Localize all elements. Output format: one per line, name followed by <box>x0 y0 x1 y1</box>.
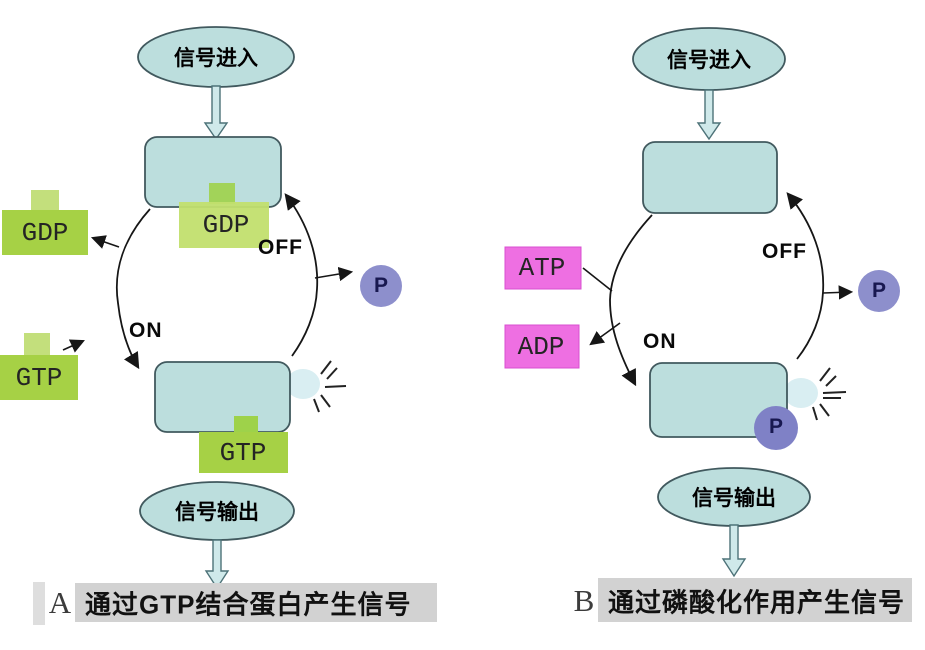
on-label-a: ON <box>129 319 163 342</box>
atp-box <box>504 246 582 290</box>
protein-inactive-box-b <box>642 141 778 214</box>
gdp-release-arrow <box>90 235 120 249</box>
free-gdp-tab <box>31 190 59 211</box>
panel-a <box>0 26 437 625</box>
signal-out-arrow-b <box>721 524 747 578</box>
phosphate-label-a: P <box>373 274 389 297</box>
free-gdp-body <box>2 210 88 255</box>
atp-input-line <box>582 267 613 292</box>
signal-out-label-a: 信号输出 <box>175 501 259 524</box>
adp-box <box>504 324 580 369</box>
free-gtp-tab <box>24 333 50 355</box>
free-gtp-label: GTP <box>15 363 63 393</box>
atp-label: ATP <box>518 253 566 283</box>
gtp-bind-arrow <box>62 339 85 353</box>
free-gdp-label: GDP <box>21 218 69 248</box>
bound-gdp-tab <box>209 183 235 204</box>
phosphate-release-arrow-b <box>822 285 854 300</box>
adp-label: ADP <box>517 332 565 362</box>
off-label-a: OFF <box>258 236 303 259</box>
on-label-b: ON <box>643 330 677 353</box>
free-gtp-body <box>0 355 78 400</box>
caption-bar-a <box>75 583 437 622</box>
bound-gtp-label: GTP <box>219 438 267 468</box>
flash-glow-b <box>784 378 818 408</box>
phosphate-bound-label-b: P <box>768 415 784 438</box>
signal-out-label-b: 信号输出 <box>692 487 776 510</box>
flash-rays-icon-a <box>313 360 347 413</box>
phosphate-circle-b <box>858 270 900 312</box>
flash-glow-a <box>286 369 320 399</box>
cycle-arc-right-a <box>284 193 319 357</box>
signal-in-label-b: 信号进入 <box>667 49 751 72</box>
signal-in-arrow-b <box>696 89 722 141</box>
phosphate-bound-circle-b <box>754 406 798 450</box>
phosphate-circle-a <box>360 265 402 307</box>
caption-text-a: 通过GTP结合蛋白产生信号 <box>85 589 412 620</box>
bound-gtp-body <box>199 432 288 473</box>
protein-active-box-a <box>154 361 291 433</box>
phosphate-label-b: P <box>871 279 887 302</box>
bound-gdp-body <box>179 202 269 248</box>
caption-text-b: 通过磷酸化作用产生信号 <box>608 587 906 618</box>
cycle-arc-left-b <box>609 214 653 387</box>
panel-b <box>504 27 912 622</box>
phosphate-release-arrow-a <box>314 266 354 282</box>
panel-letter-b: B <box>573 583 595 618</box>
caption-bar-b <box>598 578 912 622</box>
bound-gtp-tab <box>234 416 258 433</box>
flash-rays-icon-b <box>812 367 847 421</box>
signal-in-label-a: 信号进入 <box>174 47 258 70</box>
protein-active-box-b <box>649 362 788 438</box>
signal-out-arrow-a <box>204 539 230 590</box>
cycle-arc-left-a <box>115 208 151 370</box>
adp-release-arrow <box>589 322 621 346</box>
panel-letter-a: A <box>48 585 72 620</box>
bound-gdp-label: GDP <box>202 210 250 240</box>
signal-in-arrow-a <box>203 85 229 141</box>
cycle-arc-right-b <box>786 192 825 360</box>
off-label-b: OFF <box>762 240 807 263</box>
caption-strip-a <box>33 582 45 625</box>
